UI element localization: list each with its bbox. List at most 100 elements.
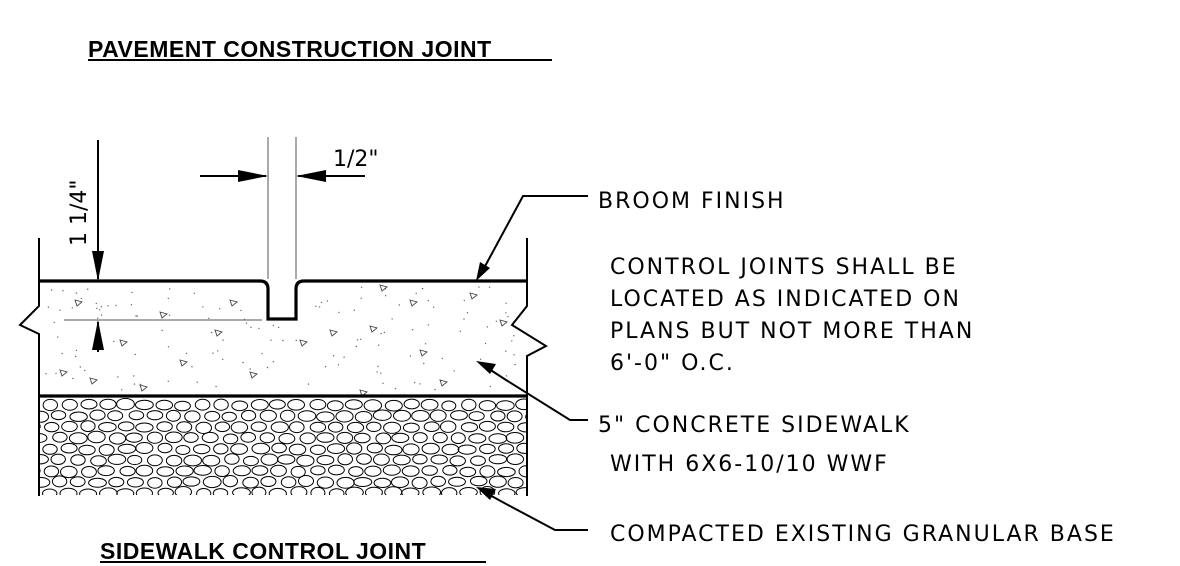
aggregate-stone [423,421,440,433]
concrete-dot [411,329,414,331]
concrete-aggregate-mark [329,329,338,337]
aggregate-stone [259,409,277,422]
aggregate-stone [448,476,466,487]
aggregate-stone [479,465,496,478]
concrete-dot [45,373,47,375]
concrete-dot [423,362,425,365]
title-sidewalk-control-joint: SIDEWALK CONTROL JOINT [100,538,426,564]
concrete-dot [74,355,77,358]
aggregate-stone [422,486,442,495]
concrete-dot [107,305,109,307]
aggregate-stone [260,476,277,487]
aggregate-stone [240,431,256,443]
aggregate-stone [478,420,496,432]
concrete-dot [75,292,78,294]
aggregate-stone [202,454,221,467]
aggregate-stone [42,398,58,412]
aggregate-stone [497,466,516,478]
aggregate-stone [280,476,297,489]
concrete-dot [380,332,382,335]
note-control-joints-line-2: LOCATED AS INDICATED ON [610,287,961,312]
concrete-dot [167,297,169,300]
aggregate-stone [384,486,403,495]
concrete-dot [513,354,515,356]
aggregate-stone [196,488,212,495]
aggregate-stone [250,399,269,411]
aggregate-stone [488,454,508,465]
aggregate-stone [42,488,58,495]
aggregate-stone [222,475,239,488]
base-leader [485,492,588,531]
aggregate-stone [69,476,86,488]
concrete-dot [71,307,74,309]
concrete-dot [53,321,55,324]
aggregate-stone [89,409,106,421]
concrete-dot [391,318,393,320]
aggregate-stone [441,487,458,495]
aggregate-stone [174,400,191,412]
concrete-dot [505,302,507,304]
concrete-dot [250,326,252,329]
aggregate-stone [450,432,466,445]
aggregate-stone [401,465,420,477]
aggregate-stone [328,488,345,495]
depth-arrow-top [92,251,104,281]
aggregate-stone [126,477,144,488]
concrete-dot [488,286,491,288]
concrete-dot [295,339,297,342]
aggregate-stone [309,444,326,455]
aggregate-stone [506,453,524,466]
concrete-dot [413,381,416,384]
aggregate-stone [488,433,508,444]
concrete-dot [355,345,358,348]
aggregate-stone [440,420,457,433]
concrete-dot [208,317,210,319]
aggregate-stone [459,466,477,478]
base-arrow [476,487,496,500]
aggregate-stone [287,399,306,411]
aggregate-stone [80,420,96,433]
concrete-dot [380,372,382,374]
aggregate-stone [194,398,211,411]
aggregate-stone [366,421,382,432]
concrete-dot [270,339,272,341]
aggregate-stone [259,432,275,444]
aggregate-stone [412,432,428,444]
concrete-dot [47,306,50,308]
aggregate-stone [335,410,354,423]
concrete-dot [514,363,516,366]
aggregate-stone [290,465,306,478]
concrete-dot [394,387,397,390]
aggregate-stone [316,455,335,466]
aggregate-stone [61,420,78,433]
aggregate-stone [401,487,420,495]
aggregate-stone [490,410,506,422]
aggregate-stone [97,465,115,477]
concrete-dot [95,302,98,305]
aggregate-stone [526,458,527,463]
aggregate-stone [459,487,478,495]
aggregate-stone [309,399,327,411]
aggregate-stone [373,453,390,466]
aggregate-stone [506,410,523,423]
aggregate-stone [90,455,107,467]
aggregate-stone [450,410,468,421]
aggregate-stone [344,399,363,410]
aggregate-stone [52,431,68,443]
concrete-dot [113,340,115,343]
aggregate-stone [457,444,477,455]
aggregate-stone [98,422,117,433]
aggregate-stone [99,487,118,495]
aggregate-stone [430,454,448,465]
aggregate-stone [526,480,527,484]
aggregate-stone [232,465,251,477]
concrete-dot [72,377,74,380]
concrete-dot [353,309,356,311]
concrete-dot [258,327,260,330]
aggregate-stone [221,411,237,422]
aggregate-stone [516,442,527,454]
aggregate-stone [39,477,51,488]
concrete-dot [193,292,195,294]
aggregate-stone [309,421,327,433]
concrete-dot [463,318,465,320]
